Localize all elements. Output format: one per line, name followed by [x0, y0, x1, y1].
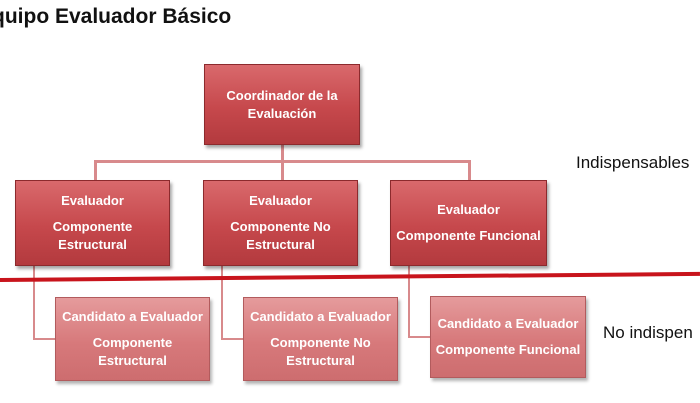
evaluator-line-2: Estructural — [58, 237, 127, 252]
candidate-heading: Candidato a Evaluador — [437, 316, 579, 331]
candidate-heading: Candidato a Evaluador — [62, 309, 203, 324]
candidate-box-non-structural: Candidato a Evaluador Componente No Estr… — [243, 297, 398, 381]
evaluator-box-functional: Evaluador Componente Funcional — [390, 180, 547, 266]
evaluator-box-structural: Evaluador Componente Estructural — [15, 180, 170, 266]
connector-coordinator-down — [281, 145, 284, 162]
evaluator-box-non-structural: Evaluador Componente No Estructural — [203, 180, 358, 266]
evaluator-heading: Evaluador — [437, 202, 500, 217]
evaluator-heading: Evaluador — [61, 193, 124, 208]
coordinator-box: Coordinador de la Evaluación — [204, 64, 360, 145]
connector-evaluator-1 — [94, 160, 97, 180]
candidate-line-1: Componente Funcional — [435, 342, 581, 357]
page-title: quipo Evaluador Básico — [0, 5, 232, 28]
candidate-box-functional: Candidato a Evaluador Componente Funcion… — [430, 296, 586, 378]
candidate-line-1: Componente No — [270, 335, 371, 350]
evaluator-line-1: Componente No — [230, 219, 331, 234]
candidate-heading: Candidato a Evaluador — [250, 309, 391, 324]
evaluator-line-1: Componente — [52, 219, 133, 234]
divider-line — [0, 271, 700, 282]
label-indispensables: Indispensables — [576, 153, 690, 172]
connector-candidate-2-vertical — [221, 266, 223, 340]
connector-candidate-1-horizontal — [33, 338, 56, 340]
connector-evaluator-2 — [281, 160, 284, 180]
evaluator-line-2: Estructural — [246, 237, 315, 252]
evaluator-line-1: Componente Funcional — [396, 228, 541, 243]
connector-candidate-1-vertical — [33, 266, 35, 340]
coordinator-line-2: Evaluación — [247, 105, 317, 121]
coordinator-line-1: Coordinador de la — [226, 87, 338, 103]
candidate-line-2: Estructural — [286, 353, 355, 368]
label-no-indispensables: No indispen — [603, 323, 693, 342]
connector-candidate-3-horizontal — [408, 336, 431, 338]
candidate-line-2: Estructural — [98, 353, 167, 368]
connector-candidate-2-horizontal — [221, 338, 244, 340]
evaluator-heading: Evaluador — [249, 193, 312, 208]
connector-evaluator-3 — [468, 160, 471, 180]
connector-candidate-3-vertical — [408, 266, 410, 338]
candidate-box-structural: Candidato a Evaluador Componente Estruct… — [55, 297, 210, 381]
candidate-line-1: Componente — [92, 335, 173, 350]
